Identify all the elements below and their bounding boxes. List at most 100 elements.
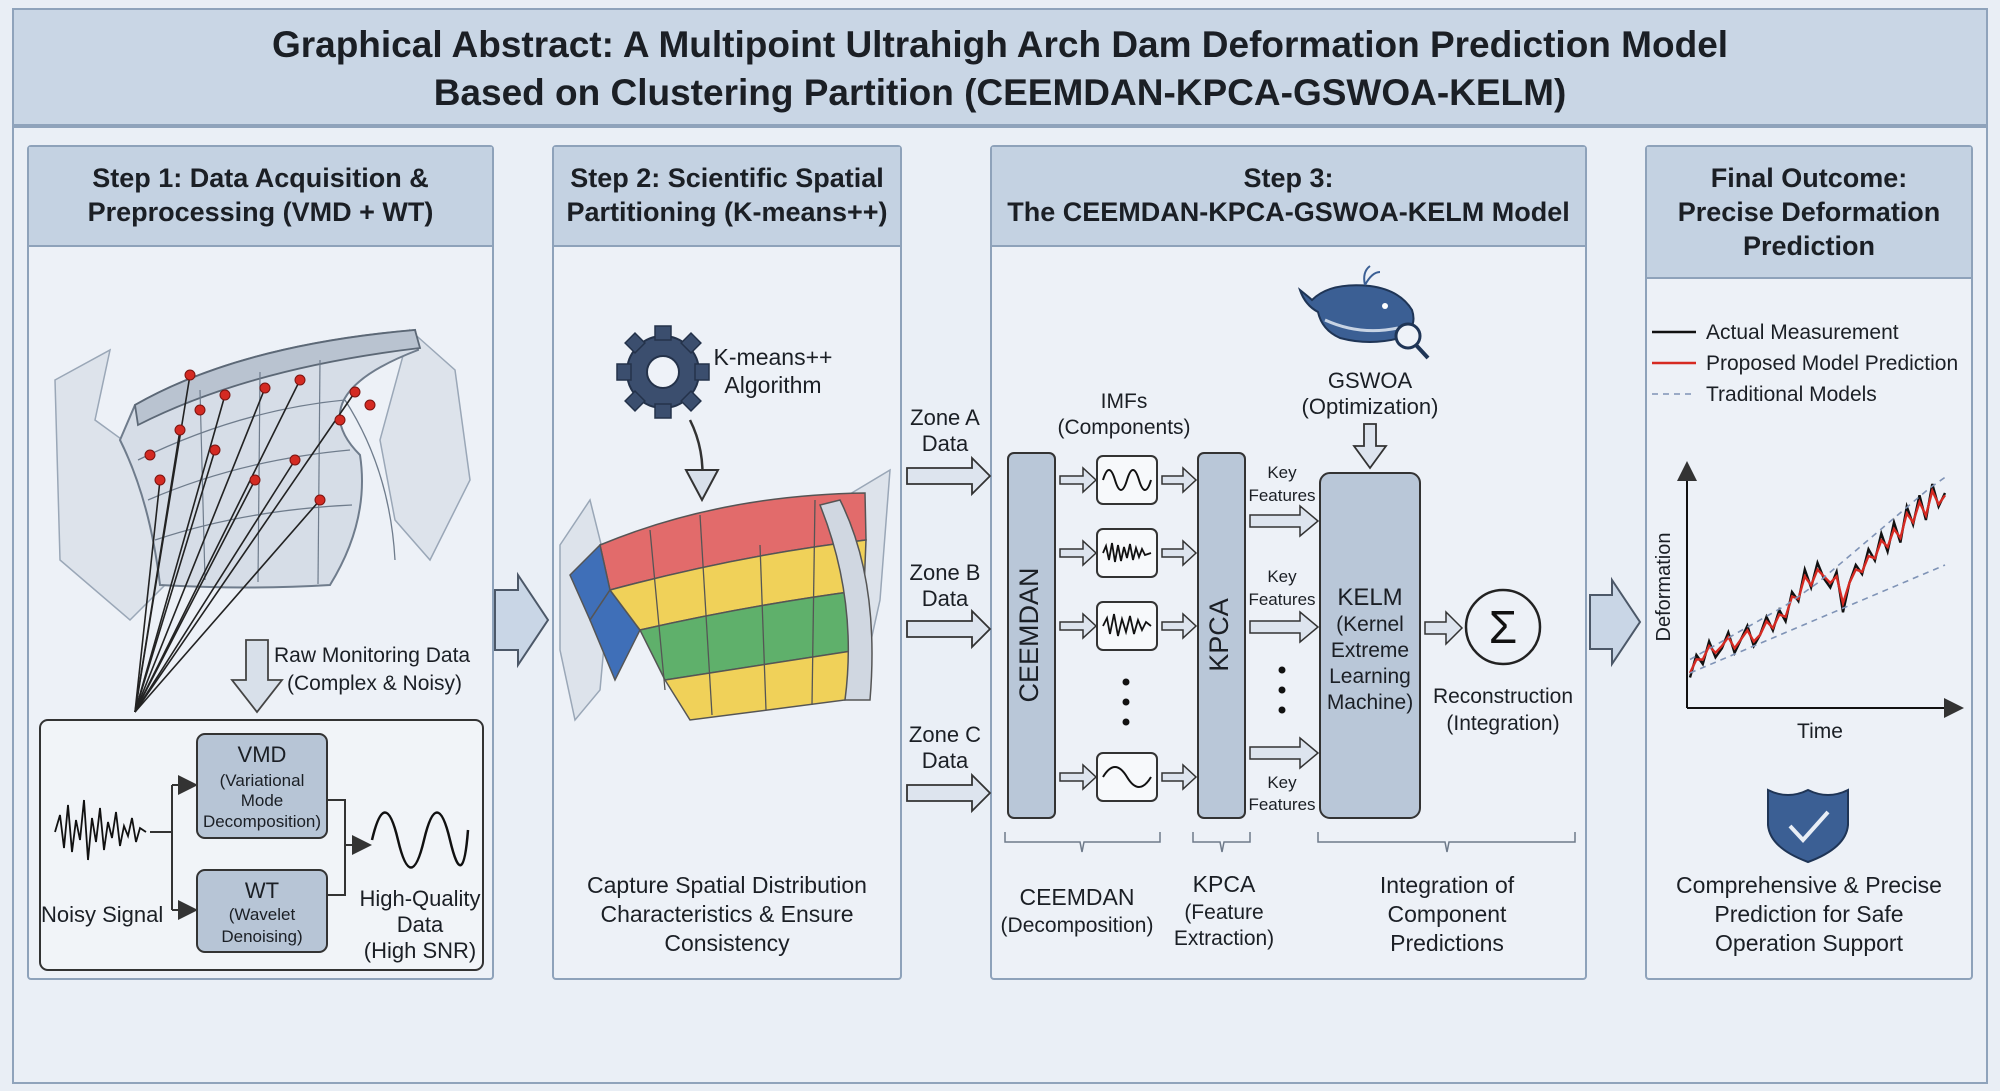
step3-header: Step 3: The CEEMDAN-KPCA-GSWOA-KELM Mode… <box>992 147 1585 247</box>
recon-line-1: Reconstruction <box>1433 685 1573 708</box>
features-arrow-2 <box>1249 610 1320 644</box>
step2-caption-line-3: Consistency <box>664 930 790 956</box>
features-2: Features <box>1248 590 1315 609</box>
title-line-1: Graphical Abstract: A Multipoint Ultrahi… <box>271 24 1729 65</box>
dam-sketch <box>54 328 471 622</box>
zone-b-line-1: Zone B <box>910 560 981 585</box>
x-axis-label: Time <box>1797 720 1843 743</box>
final-header: Final Outcome: Precise Deformation Predi… <box>1647 147 1971 279</box>
imfs-line-1: IMFs <box>1101 390 1148 413</box>
hq-line-1: High-Quality <box>359 886 480 911</box>
vmd-title: VMD <box>238 742 287 767</box>
gswoa-arrow <box>1352 423 1388 470</box>
features-arrow-1 <box>1249 504 1320 538</box>
kelm-line-1: KELM <box>1337 584 1402 611</box>
zone-a-line-2: Data <box>922 431 969 456</box>
features-1: Features <box>1248 486 1315 505</box>
imf-ellipsis <box>1122 678 1130 726</box>
whale-icon <box>1297 265 1430 360</box>
series-line-3 <box>1689 564 1946 674</box>
arrow-step1-to-step2 <box>494 571 550 669</box>
cap-ceemdan-line-2: (Decomposition) <box>1001 914 1154 937</box>
y-axis-label: Deformation <box>1653 533 1675 642</box>
wt-box <box>196 869 328 953</box>
final-caption-line-1: Comprehensive & Precise <box>1676 872 1942 898</box>
features-3: Features <box>1248 795 1315 814</box>
gear-icon <box>616 325 710 419</box>
cap-integration-line-2: Component <box>1388 901 1508 927</box>
zone-b-line-2: Data <box>922 586 969 611</box>
step1-title-line-2: Preprocessing (VMD + WT) <box>87 197 434 227</box>
imf-components <box>1096 455 1158 802</box>
cap-kpca-line-3: Extraction) <box>1174 927 1274 950</box>
cap-integration-line-3: Predictions <box>1390 930 1504 956</box>
kelm-line-2: (Kernel <box>1336 613 1404 636</box>
deformation-chart: Deformation Time <box>1653 461 1964 743</box>
kelm-box <box>1319 472 1421 819</box>
vmd-sub-3: Decomposition) <box>203 812 321 831</box>
legend-label-1: Proposed Model Prediction <box>1706 352 1958 375</box>
down-arrow-to-preprocess <box>230 639 284 714</box>
features-ellipsis <box>1278 666 1286 714</box>
final-title-line-1: Final Outcome: <box>1710 163 1908 193</box>
cap-integration-line-1: Integration of <box>1380 872 1515 898</box>
imf-arrows-out <box>1161 466 1198 791</box>
legend-label-0: Actual Measurement <box>1706 321 1899 344</box>
series-line-2 <box>1689 476 1946 661</box>
raw-data-line-1: Raw Monitoring Data <box>274 644 470 667</box>
zone-a-line-1: Zone A <box>910 405 980 430</box>
gswoa-line-2: (Optimization) <box>1302 394 1439 419</box>
preprocess-box <box>39 719 484 971</box>
wt-title: WT <box>245 878 279 903</box>
final-title-line-3: Prediction <box>1742 231 1876 261</box>
vmd-sub-2: Mode <box>241 791 284 810</box>
algo-arrow-head <box>684 469 720 503</box>
algo-line-2: Algorithm <box>724 372 821 398</box>
noisy-signal-label: Noisy Signal <box>41 902 163 927</box>
key-2: Key <box>1267 567 1297 586</box>
step2-title-line-1: Step 2: Scientific Spatial <box>570 163 884 193</box>
summation-symbol: Σ <box>1489 601 1517 653</box>
step2-caption-line-2: Characteristics & Ensure <box>600 901 853 927</box>
partitioned-dam <box>559 468 891 722</box>
cap-kpca-line-2: (Feature <box>1184 901 1263 924</box>
cap-ceemdan-line-1: CEEMDAN <box>1019 884 1134 910</box>
arrow-step3-to-final <box>1589 576 1642 668</box>
step1-title-line-1: Step 1: Data Acquisition & <box>92 163 429 193</box>
kelm-line-4: Learning <box>1329 665 1411 688</box>
zone-b-arrow <box>906 608 992 650</box>
final-title-line-2: Precise Deformation <box>1677 197 1941 227</box>
zone-c-line-2: Data <box>922 748 969 773</box>
features-arrow-3 <box>1249 736 1320 770</box>
recon-line-2: (Integration) <box>1446 712 1559 735</box>
step2-header: Step 2: Scientific Spatial Partitioning … <box>554 147 900 247</box>
wt-sub-2: Denoising) <box>221 927 302 946</box>
imfs-line-2: (Components) <box>1057 416 1190 439</box>
monitoring-points <box>144 369 376 506</box>
branch-arrows <box>150 775 372 920</box>
key-3: Key <box>1267 773 1297 792</box>
kelm-line-3: Extreme <box>1331 639 1409 662</box>
algo-line-1: K-means++ <box>714 344 833 370</box>
step3-title-line-1: Step 3: <box>1243 163 1334 193</box>
final-caption-line-2: Prediction for Safe <box>1714 901 1903 927</box>
final-caption-line-3: Operation Support <box>1715 930 1904 956</box>
step3-panel: Step 3: The CEEMDAN-KPCA-GSWOA-KELM Mode… <box>990 145 1587 980</box>
zone-a-arrow <box>906 455 992 497</box>
kpca-box-label: KPCA <box>1204 598 1234 672</box>
kelm-line-5: Machine) <box>1327 691 1413 714</box>
hq-line-3: (High SNR) <box>364 938 476 963</box>
step2-title-line-2: Partitioning (K-means++) <box>566 197 888 227</box>
vmd-box <box>196 733 328 839</box>
hq-line-2: Data <box>397 912 444 937</box>
clean-signal-wave <box>370 811 470 869</box>
zone-c-arrow <box>906 772 992 814</box>
zone-c-line-1: Zone C <box>909 722 981 747</box>
vmd-sub-1: (Variational <box>220 771 305 790</box>
ceemdan-box-label: CEEMDAN <box>1014 567 1044 702</box>
step1-header: Step 1: Data Acquisition & Preprocessing… <box>29 147 492 247</box>
wt-sub-1: (Wavelet <box>229 905 296 924</box>
caption-braces <box>1004 832 1576 853</box>
summation-icon <box>1464 588 1542 666</box>
